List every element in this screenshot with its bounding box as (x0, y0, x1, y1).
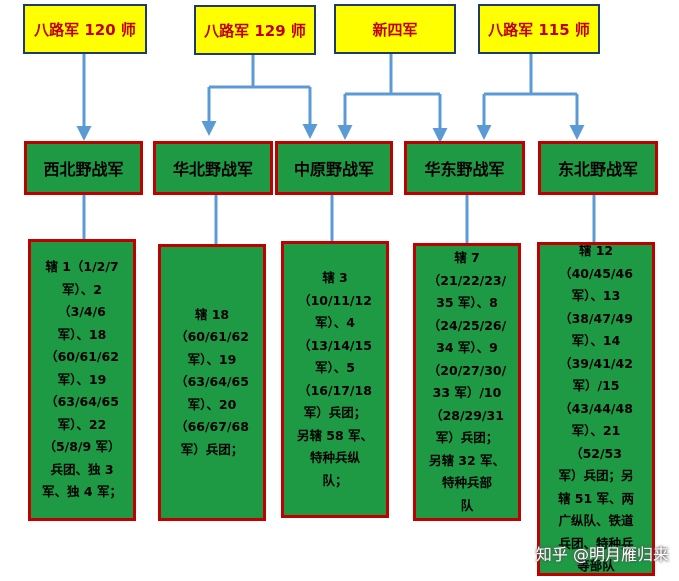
detail-box-northwest: 辖 1（1/2/7 军）、2 （3/4/6 军）、18 （60/61/62 军）… (28, 239, 136, 521)
source-box-new-fourth: 新四军 (334, 4, 456, 54)
army-label: 东北野战军 (557, 160, 638, 179)
army-box-northeast: 东北野战军 (538, 141, 658, 195)
detail-text: 辖 12 （40/45/46 军）、13 （38/47/49 军）、14 （39… (557, 243, 635, 574)
source-box-120: 八路军 120 师 (23, 4, 147, 54)
detail-box-north: 辖 18 （60/61/62 军）、19 （63/64/65 军）、20 （66… (158, 244, 266, 521)
army-label: 中原野战军 (293, 160, 374, 179)
detail-box-central: 辖 3 （10/11/12 军）、4 （13/14/15 军）、5 （16/17… (281, 241, 389, 518)
army-label: 华东野战军 (424, 160, 505, 179)
detail-text: 辖 3 （10/11/12 军）、4 （13/14/15 军）、5 （16/17… (296, 270, 374, 488)
army-box-north: 华北野战军 (153, 141, 273, 195)
detail-text: 辖 1（1/2/7 军）、2 （3/4/6 军）、18 （60/61/62 军）… (42, 259, 122, 500)
detail-text: 辖 7 （21/22/23/ 35 军）、8 （24/25/26/ 34 军）、… (427, 250, 507, 513)
source-label: 新四军 (372, 20, 418, 39)
army-label: 华北野战军 (172, 160, 253, 179)
detail-box-northeast: 辖 12 （40/45/46 军）、13 （38/47/49 军）、14 （39… (537, 242, 655, 576)
source-label: 八路军 120 师 (34, 20, 136, 39)
army-label: 西北野战军 (43, 160, 124, 179)
source-box-129: 八路军 129 师 (194, 5, 316, 55)
watermark: 知乎 @明月雁归来 (535, 545, 669, 564)
army-box-central: 中原野战军 (275, 141, 393, 195)
detail-box-east: 辖 7 （21/22/23/ 35 军）、8 （24/25/26/ 34 军）、… (413, 243, 521, 521)
army-box-east: 华东野战军 (404, 141, 525, 195)
source-box-115: 八路军 115 师 (478, 4, 600, 54)
detail-text: 辖 18 （60/61/62 军）、19 （63/64/65 军）、20 （66… (175, 306, 249, 457)
army-box-northwest: 西北野战军 (24, 141, 143, 195)
source-label: 八路军 115 师 (488, 20, 590, 39)
source-label: 八路军 129 师 (204, 21, 306, 40)
